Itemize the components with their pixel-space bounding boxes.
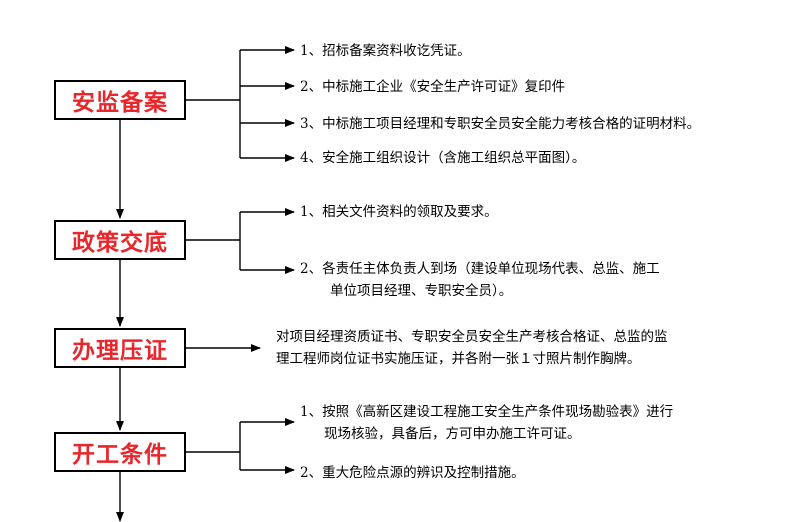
start-conditions-item-2: 2、重大危险点源的辨识及控制措施。	[300, 465, 525, 481]
step-box-briefing: 政策交底	[54, 220, 186, 260]
briefing-item-2: 2、各责任主体负责人到场（建设单位现场代表、总监、施工 单位项目经理、专职安全员…	[300, 261, 660, 299]
connector-lines	[116, 46, 295, 522]
step-box-start-conditions: 开工条件	[54, 432, 186, 472]
step-box-certificate: 办理压证	[54, 328, 186, 368]
filing-item-3: 3、中标施工项目经理和专职安全员安全能力考核合格的证明材料。	[300, 116, 701, 132]
filing-item-2: 2、中标施工企业《安全生产许可证》复印件	[300, 79, 566, 95]
filing-item-4: 4、安全施工组织设计（含施工组织总平面图）。	[300, 150, 586, 166]
filing-item-1: 1、招标备案资料收讫凭证。	[300, 43, 471, 59]
step-box-filing: 安监备案	[54, 80, 186, 120]
briefing-item-1: 1、相关文件资料的领取及要求。	[300, 204, 498, 220]
start-conditions-item-1: 1、按照《高新区建设工程施工安全生产条件现场勘验表》进行 现场核验，具备后，方可…	[300, 404, 674, 442]
certificate-item: 对项目经理资质证书、专职安全员安全生产考核合格证、总监的监 理工程师岗位证书实施…	[276, 329, 668, 367]
